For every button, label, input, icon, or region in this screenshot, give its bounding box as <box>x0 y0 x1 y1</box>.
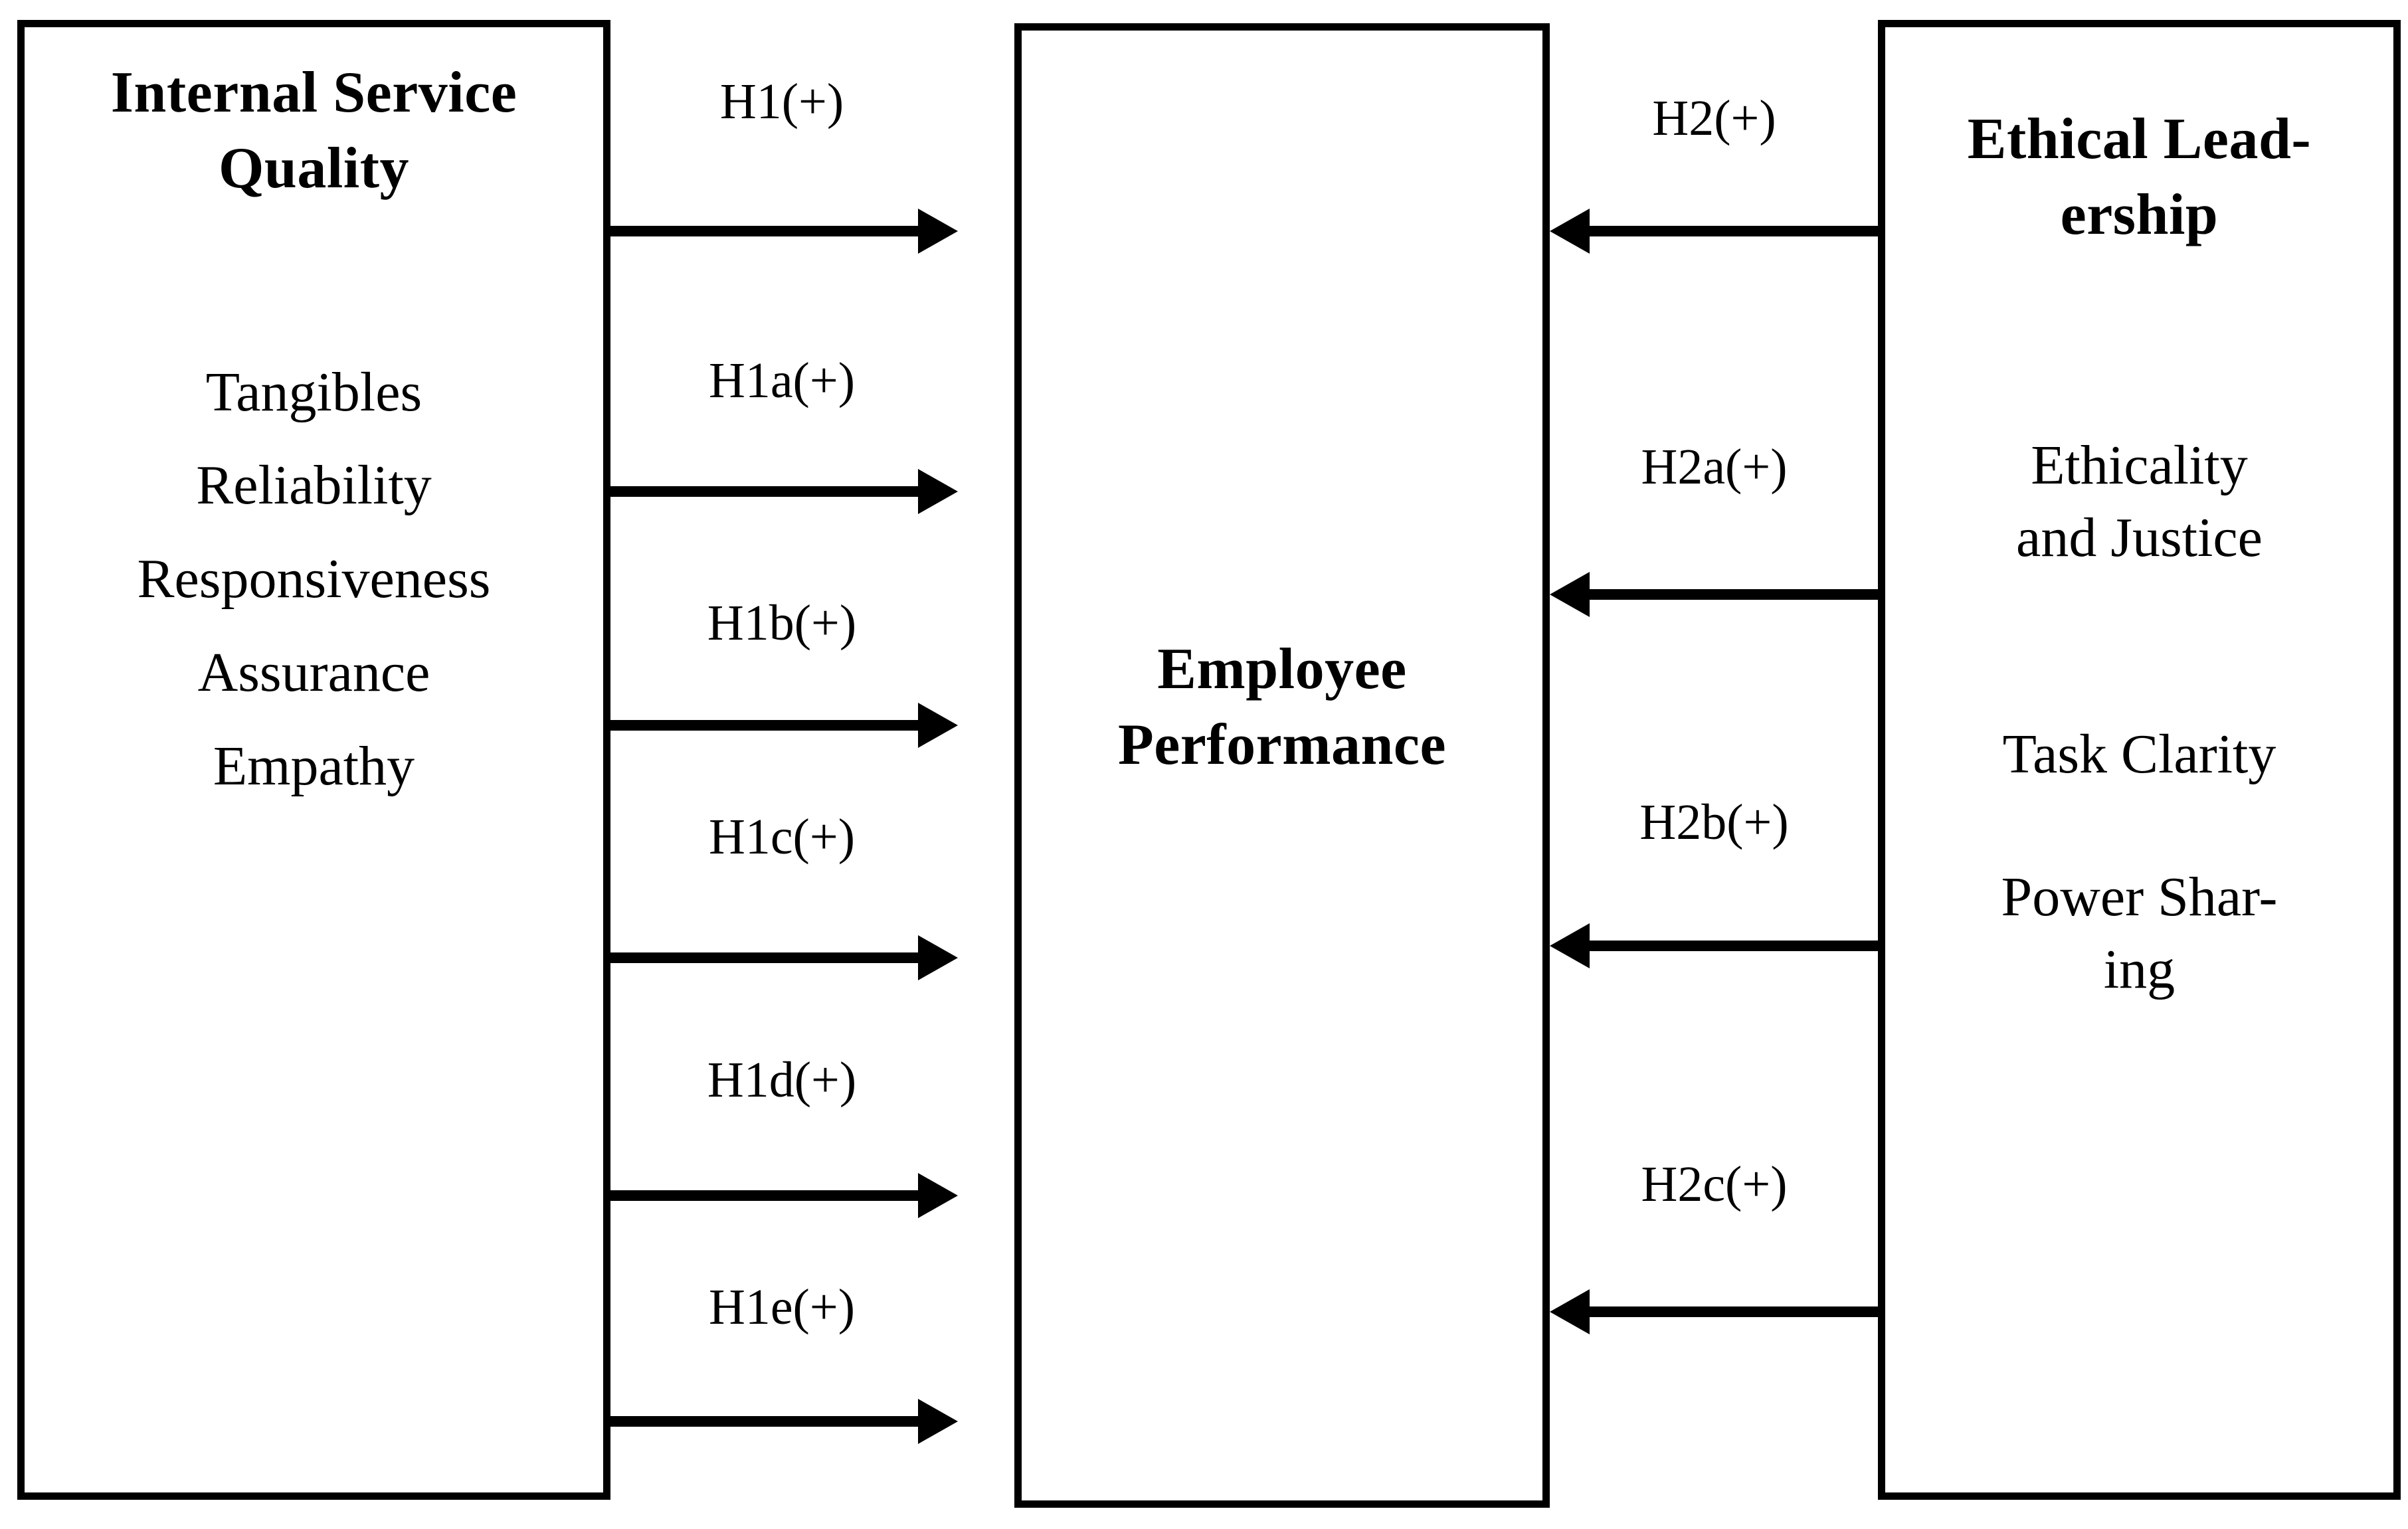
dependent-variable-title: Employee Performance <box>1117 637 1447 778</box>
dimension-ethicality-and-justice: Ethicality and Justice <box>2016 434 2263 569</box>
dimension-power-sharing: Power Shar- ing <box>2001 866 2278 1001</box>
arrow-head <box>918 935 958 980</box>
arrow-head <box>1550 209 1590 254</box>
arrow-shaft <box>1586 589 1879 600</box>
independent-variable-title: Internal Service Quality <box>110 60 517 201</box>
hypothesis-label-h1b: H1b(+) <box>707 595 857 651</box>
arrow-shaft <box>606 952 921 963</box>
arrow-head <box>918 469 958 514</box>
dimension-empathy: Empathy <box>213 735 415 797</box>
arrow-shaft <box>606 486 921 497</box>
hypothesis-label-h1: H1(+) <box>719 74 844 130</box>
arrow-shaft <box>1586 1306 1879 1317</box>
dimension-reliability: Reliability <box>196 454 432 516</box>
dependent-variable-box: Employee Performance <box>1014 23 1550 1508</box>
hypothesis-label-h1e: H1e(+) <box>708 1279 856 1335</box>
hypothesis-label-h2: H2(+) <box>1652 90 1776 146</box>
arrow-shaft <box>606 1416 921 1427</box>
arrow-head <box>918 1173 958 1218</box>
arrow-head <box>918 703 958 748</box>
hypothesis-label-h1c: H1c(+) <box>708 809 856 865</box>
moderator-variable-box: Ethical Lead- ership Ethicality and Just… <box>1878 20 2401 1500</box>
arrow-shaft <box>1586 941 1879 951</box>
dimension-assurance: Assurance <box>197 642 430 703</box>
dimension-tangibles: Tangibles <box>205 361 422 423</box>
hypothesis-label-h2c: H2c(+) <box>1641 1156 1788 1212</box>
hypothesis-label-h1d: H1d(+) <box>707 1052 857 1108</box>
independent-variable-box: Internal Service Quality Tangibles Relia… <box>17 20 610 1500</box>
arrow-shaft <box>606 1190 921 1201</box>
arrow-head <box>918 209 958 254</box>
arrow-head <box>1550 923 1590 968</box>
arrow-head <box>918 1399 958 1444</box>
arrow-shaft <box>606 720 921 731</box>
hypothesis-label-h1a: H1a(+) <box>708 353 856 408</box>
hypothesis-label-h2b: H2b(+) <box>1639 794 1789 850</box>
arrow-shaft <box>1586 226 1879 236</box>
arrow-head <box>1550 1289 1590 1334</box>
hypothesis-label-h2a: H2a(+) <box>1641 439 1788 495</box>
moderator-variable-title: Ethical Lead- ership <box>1967 107 2312 248</box>
dimension-responsiveness: Responsiveness <box>137 548 491 610</box>
arrow-head <box>1550 572 1590 617</box>
arrow-shaft <box>606 226 921 236</box>
dimension-task-clarity: Task Clarity <box>2002 723 2276 785</box>
